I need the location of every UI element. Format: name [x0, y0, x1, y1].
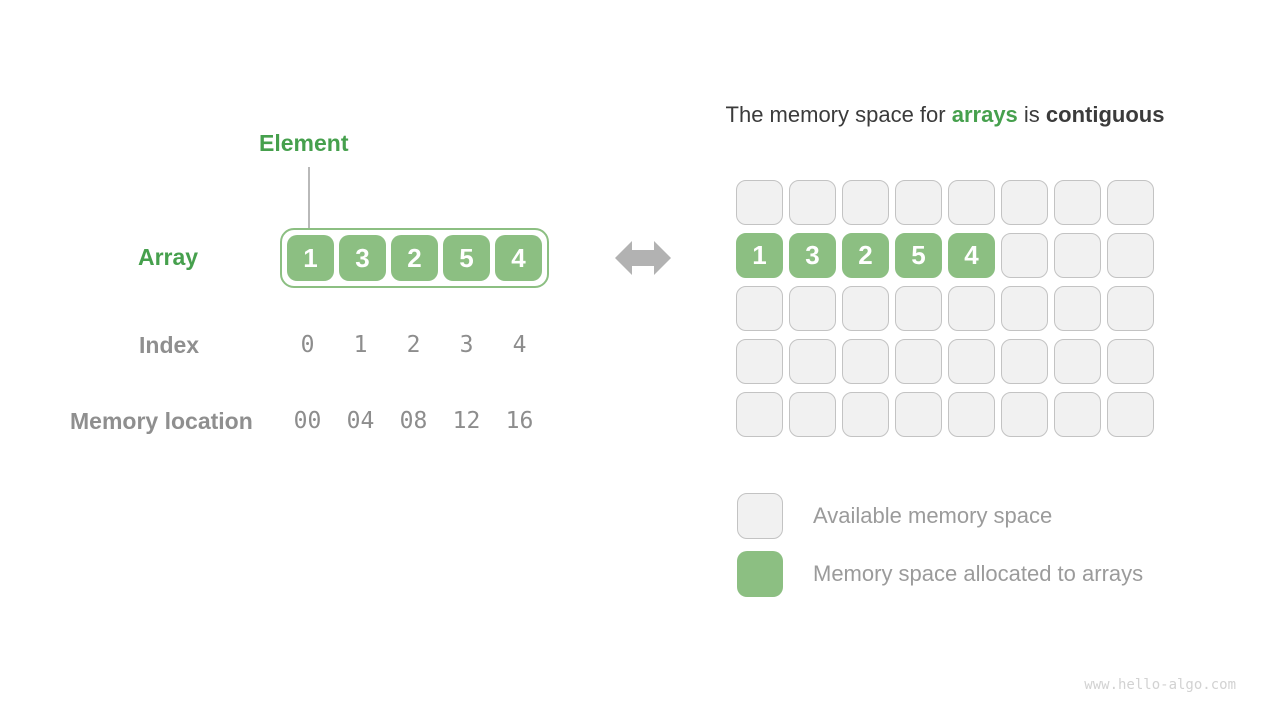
title-highlight-arrays: arrays	[951, 102, 1018, 127]
available-memory-cell	[736, 339, 783, 384]
available-memory-cell	[1054, 339, 1101, 384]
index-value: 0	[300, 332, 315, 358]
legend-label: Memory space allocated to arrays	[813, 561, 1144, 586]
array-cell: 5	[443, 235, 490, 281]
legend-row-allocated: Memory space allocated to arrays	[737, 551, 1143, 597]
available-memory-cell	[1107, 392, 1154, 437]
available-memory-cell	[842, 286, 889, 331]
available-memory-cell	[736, 286, 783, 331]
available-memory-cell	[948, 339, 995, 384]
available-memory-cell	[1054, 392, 1101, 437]
array-label: Array	[138, 244, 199, 270]
allocated-memory-cell: 4	[948, 233, 995, 278]
available-memory-cell	[948, 180, 995, 225]
available-memory-cell	[789, 286, 836, 331]
element-label: Element	[259, 130, 349, 156]
available-memory-cell	[1001, 339, 1048, 384]
available-memory-cell	[842, 339, 889, 384]
available-memory-cell	[1054, 180, 1101, 225]
available-memory-cell	[1107, 339, 1154, 384]
allocated-memory-cell: 5	[895, 233, 942, 278]
index-row: 0 1 2 3 4	[284, 332, 543, 358]
double-arrow-icon	[615, 238, 671, 278]
legend-row-available: Available memory space	[737, 493, 1143, 539]
array-cell: 1	[287, 235, 334, 281]
element-pointer-line	[308, 167, 310, 229]
watermark: www.hello-algo.com	[1084, 677, 1236, 693]
array-cell: 2	[391, 235, 438, 281]
available-memory-cell	[1001, 286, 1048, 331]
memory-location-row: 00 04 08 12 16	[284, 408, 543, 434]
index-value: 4	[512, 332, 527, 358]
available-memory-cell	[789, 180, 836, 225]
available-memory-cell	[1001, 392, 1048, 437]
available-memory-cell	[1107, 180, 1154, 225]
available-memory-cell	[895, 180, 942, 225]
array-cell: 4	[495, 235, 542, 281]
available-memory-cell	[789, 339, 836, 384]
available-memory-cell	[1054, 286, 1101, 331]
index-value: 2	[406, 332, 421, 358]
available-memory-cell	[1107, 233, 1154, 278]
allocated-memory-swatch	[737, 551, 783, 597]
allocated-memory-cell: 2	[842, 233, 889, 278]
memory-location-value: 16	[505, 408, 534, 434]
title-bold-contiguous: contiguous	[1045, 102, 1165, 127]
available-memory-cell	[1107, 286, 1154, 331]
memory-location-value: 00	[293, 408, 322, 434]
available-memory-cell	[842, 392, 889, 437]
legend: Available memory space Memory space allo…	[737, 493, 1143, 597]
available-memory-cell	[1001, 180, 1048, 225]
memory-location-value: 12	[452, 408, 481, 434]
title-prefix: The memory space for	[725, 102, 952, 127]
available-memory-cell	[895, 392, 942, 437]
available-memory-cell	[1054, 233, 1101, 278]
title-middle: is	[1017, 102, 1046, 127]
available-memory-cell	[736, 180, 783, 225]
available-memory-cell	[895, 286, 942, 331]
available-memory-cell	[895, 339, 942, 384]
available-memory-swatch	[737, 493, 783, 539]
index-value: 3	[459, 332, 474, 358]
array-cell: 3	[339, 235, 386, 281]
available-memory-cell	[1001, 233, 1048, 278]
allocated-memory-cell: 1	[736, 233, 783, 278]
index-value: 1	[353, 332, 368, 358]
memory-location-value: 08	[399, 408, 428, 434]
index-label: Index	[139, 332, 200, 358]
memory-location-label: Memory location	[70, 408, 253, 434]
memory-location-value: 04	[346, 408, 375, 434]
available-memory-cell	[736, 392, 783, 437]
available-memory-cell	[789, 392, 836, 437]
available-memory-cell	[948, 286, 995, 331]
available-memory-cell	[948, 392, 995, 437]
diagram-title: The memory space for arrays is contiguou…	[700, 102, 1190, 128]
allocated-memory-cell: 3	[789, 233, 836, 278]
legend-label: Available memory space	[813, 503, 1053, 528]
available-memory-cell	[842, 180, 889, 225]
